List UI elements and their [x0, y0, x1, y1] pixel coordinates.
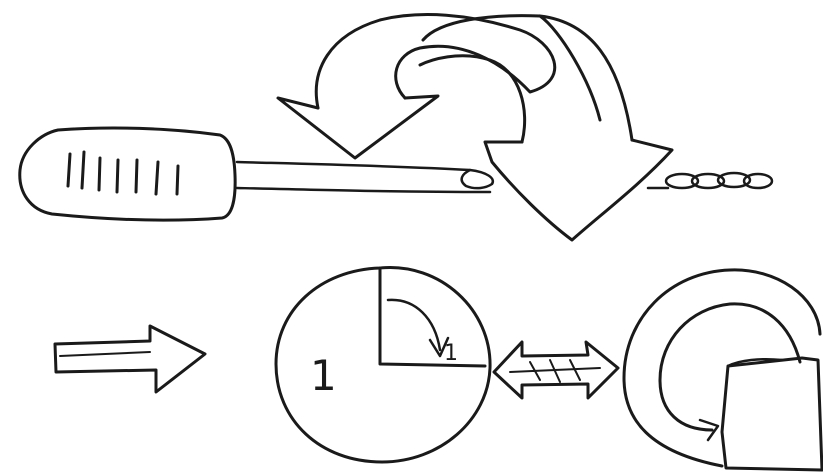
curved-arrow-icon	[278, 15, 555, 158]
screwdriver-icon	[20, 128, 493, 220]
whole-circle-label: 1	[310, 351, 337, 400]
sector-label: 1	[444, 341, 458, 366]
double-headed-arrow-icon	[494, 342, 618, 398]
hollow-right-arrow-icon	[55, 326, 205, 392]
chain-links-icon	[648, 173, 772, 188]
ring-icon	[624, 270, 822, 470]
circle-with-sector: 1 1	[276, 267, 490, 462]
